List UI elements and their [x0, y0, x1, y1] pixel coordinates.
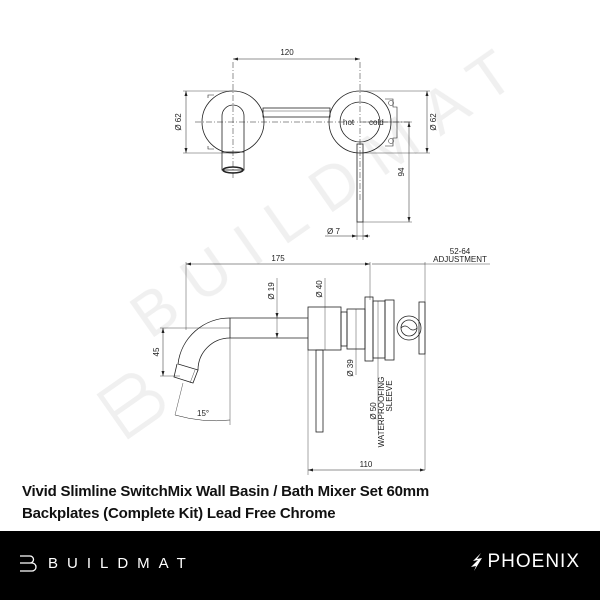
dim-body-dia: Ø 40 — [315, 280, 324, 298]
phoenix-logo: PHOENIX — [469, 551, 580, 573]
dim-lever-length: 94 — [397, 167, 406, 176]
footer-bar: BUILDMAT PHOENIX — [0, 531, 600, 600]
buildmat-b-icon — [20, 555, 37, 572]
buildmat-wordmark: BUILDMAT — [48, 555, 195, 572]
product-title: Vivid Slimline SwitchMix Wall Basin / Ba… — [22, 481, 592, 525]
dim-spout-drop: 45 — [152, 347, 161, 356]
dim-angle: 15° — [197, 409, 209, 418]
dim-cartridge-dia: Ø 39 — [346, 359, 355, 377]
dim-left-plate: Ø 62 — [174, 113, 183, 131]
label-cold: cold — [369, 118, 384, 127]
dim-spout-dia: Ø 19 — [267, 282, 276, 300]
dim-lever-dia: Ø 7 — [327, 227, 340, 236]
product-title-line-2: Backplates (Complete Kit) Lead Free Chro… — [22, 505, 336, 522]
label-hot: hot — [343, 118, 355, 127]
dim-length: 175 — [271, 254, 285, 263]
watermark: BUILDMAT — [96, 26, 542, 440]
sleeve-label-1: WATERPROOFING — [377, 377, 386, 448]
dim-right-plate: Ø 62 — [429, 113, 438, 131]
dim-adjustment-label: ADJUSTMENT — [433, 255, 487, 264]
product-title-line-1: Vivid Slimline SwitchMix Wall Basin / Ba… — [22, 483, 430, 500]
buildmat-logo: BUILDMAT — [19, 555, 195, 572]
dim-centers: 120 — [280, 48, 294, 57]
sleeve-label-2: SLEEVE — [385, 380, 394, 411]
phoenix-wordmark: PHOENIX — [487, 551, 580, 572]
svg-text:BUILDMAT: BUILDMAT — [118, 26, 542, 351]
technical-drawing: BUILDMAT — [96, 26, 542, 475]
phoenix-feather-icon — [471, 553, 483, 571]
dim-body-depth: 110 — [360, 460, 373, 469]
dim-adjustment-range: 52-64 — [450, 247, 471, 256]
dim-sleeve-dia: Ø 50 — [369, 402, 378, 420]
